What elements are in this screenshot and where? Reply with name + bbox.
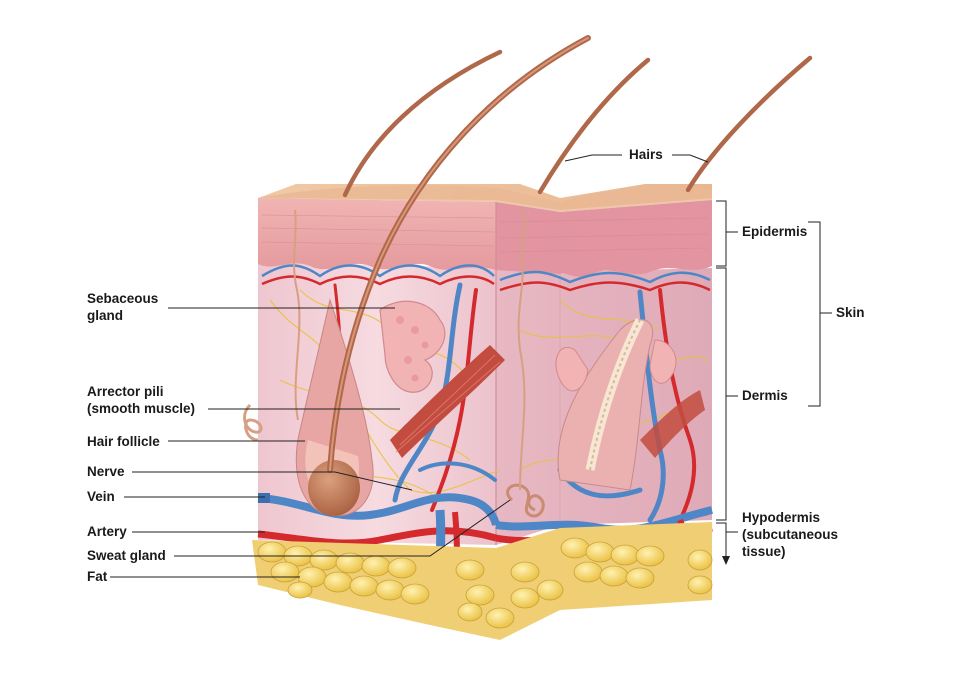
label-fat: Fat	[87, 569, 108, 584]
label-sebaceous-1: Sebaceous	[87, 291, 158, 306]
hair-shaft-4	[688, 58, 810, 190]
label-hairs: Hairs	[629, 147, 663, 162]
label-sebaceous-2: gland	[87, 308, 123, 323]
label-hypodermis-3: tissue)	[742, 544, 786, 559]
label-arrector-1: Arrector pili	[87, 384, 164, 399]
label-sweat-gland: Sweat gland	[87, 548, 166, 563]
label-hypodermis-1: Hypodermis	[742, 510, 820, 525]
label-vein: Vein	[87, 489, 115, 504]
label-epidermis: Epidermis	[742, 224, 807, 239]
label-dermis: Dermis	[742, 388, 788, 403]
hair-shaft-3	[540, 60, 648, 192]
hair-bulb	[308, 460, 360, 516]
label-hypodermis-2: (subcutaneous	[742, 527, 838, 542]
label-hair-follicle: Hair follicle	[87, 434, 160, 449]
label-nerve: Nerve	[87, 464, 125, 479]
label-arrector-2: (smooth muscle)	[87, 401, 195, 416]
label-skin: Skin	[836, 305, 865, 320]
label-artery: Artery	[87, 524, 127, 539]
